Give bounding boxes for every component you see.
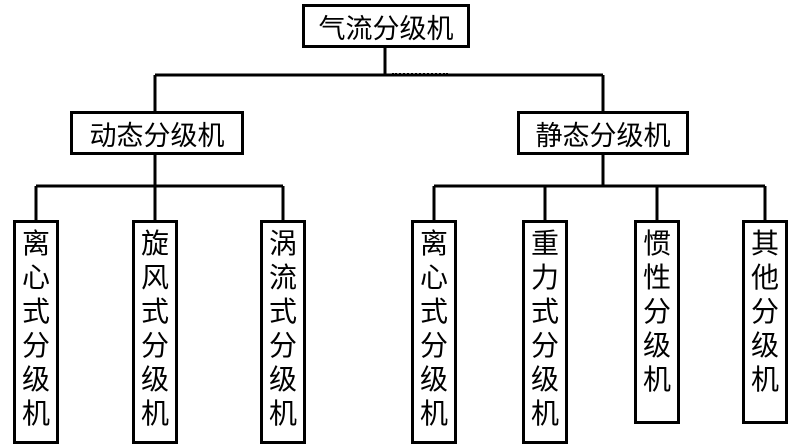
dotted-mark [392, 73, 448, 75]
node-label: 涡 流 式 分 级 机 [268, 227, 297, 430]
dyn-child-3-node: 涡 流 式 分 级 机 [260, 220, 306, 444]
sta-child-1-node: 离 心 式 分 级 机 [411, 220, 457, 444]
sta-child-2-node: 重 力 式 分 级 机 [522, 220, 568, 444]
static-classifier-node: 静态分级机 [517, 111, 689, 155]
node-label: 惯 性 分 级 机 [642, 227, 671, 396]
node-label: 重 力 式 分 级 机 [530, 227, 559, 430]
sta-child-4-node: 其 他 分 级 机 [742, 220, 788, 424]
root-node: 气流分级机 [302, 4, 470, 48]
dynamic-classifier-node: 动态分级机 [70, 111, 244, 155]
node-label: 离 心 式 分 级 机 [419, 227, 448, 430]
sta-child-3-node: 惯 性 分 级 机 [634, 220, 680, 424]
node-label: 旋 风 式 分 级 机 [140, 227, 169, 430]
static-classifier-label: 静态分级机 [535, 120, 671, 152]
root-label: 气流分级机 [318, 13, 454, 45]
dyn-child-2-node: 旋 风 式 分 级 机 [132, 220, 178, 444]
dyn-child-1-node: 离 心 式 分 级 机 [13, 220, 59, 444]
dynamic-classifier-label: 动态分级机 [89, 120, 225, 152]
node-label: 离 心 式 分 级 机 [21, 227, 50, 430]
node-label: 其 他 分 级 机 [750, 227, 779, 396]
